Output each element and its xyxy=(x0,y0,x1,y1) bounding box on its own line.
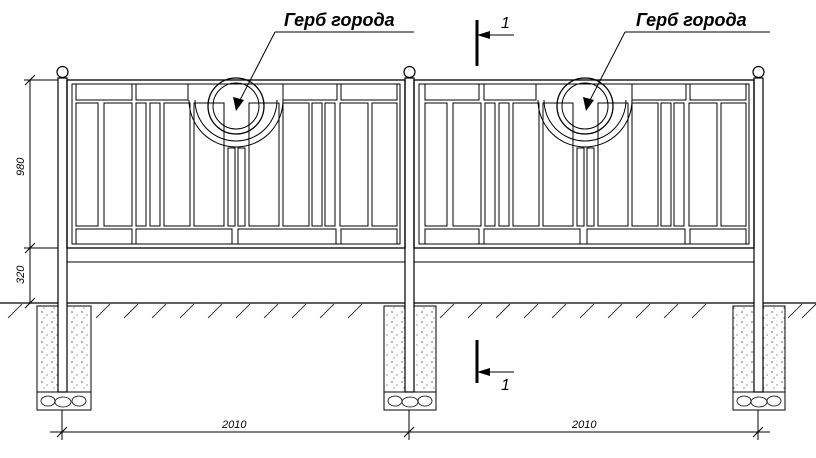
dimension-base-height: 320 xyxy=(15,265,27,284)
section-mark-bottom-label: 1 xyxy=(501,377,510,394)
section-mark-bottom: 1 xyxy=(475,340,514,394)
dimension-panel-height: 980 xyxy=(15,157,27,176)
horizontal-dimension xyxy=(50,410,770,440)
post-right xyxy=(752,65,765,393)
callout-left-label: Герб города xyxy=(284,10,395,30)
fence-panel-left xyxy=(66,77,406,263)
dimension-span-right: 2010 xyxy=(571,419,597,431)
section-mark-top-label: 1 xyxy=(501,15,510,32)
callout-left: Герб города xyxy=(233,10,414,111)
callout-right-label: Герб города xyxy=(636,10,747,30)
vertical-dimension xyxy=(24,74,58,309)
dimension-span-left: 2010 xyxy=(221,419,247,431)
fence-panel-right xyxy=(413,77,755,263)
section-mark-top: 1 xyxy=(475,15,514,66)
callout-right: Герб города xyxy=(583,10,770,111)
